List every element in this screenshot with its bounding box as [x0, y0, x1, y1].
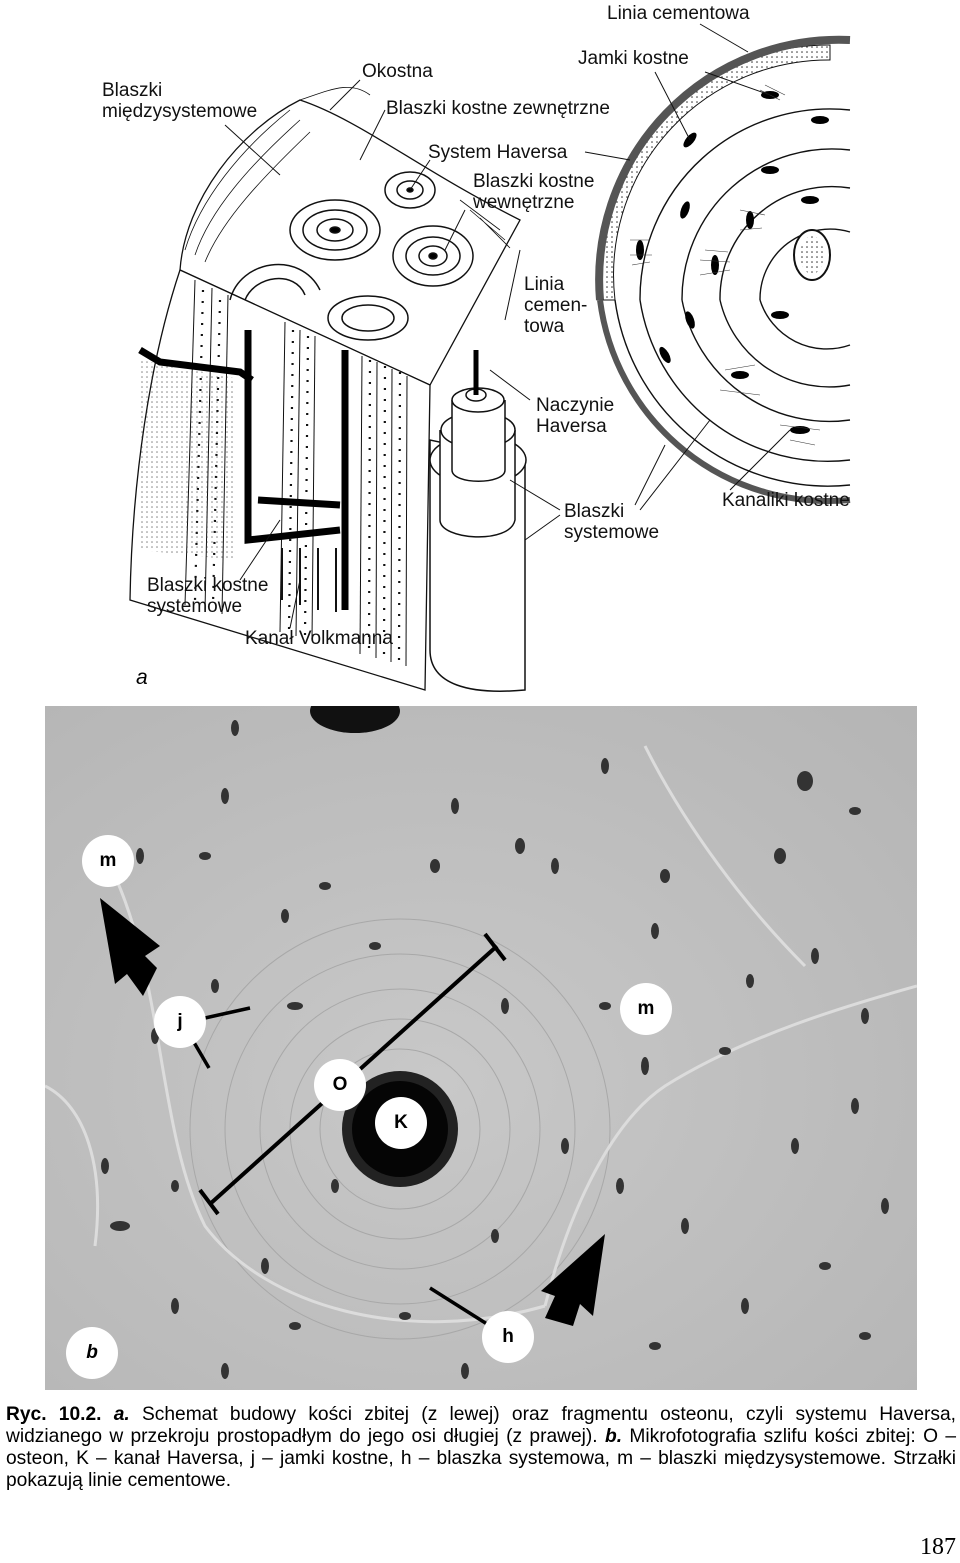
micrograph-drawing [45, 706, 917, 1390]
caption-label-b: b. [604, 1426, 623, 1447]
figure-caption: Ryc. 10.2. a. Schemat budowy kości zbite… [6, 1404, 956, 1492]
label-linia-cementowa-top: Linia cementowa [607, 3, 750, 24]
page-number: 187 [920, 1534, 956, 1560]
marker-h: h [482, 1311, 534, 1363]
label-blaszki-systemowe: Blaszki systemowe [564, 501, 660, 543]
panel-label-b: b [66, 1327, 118, 1379]
label-system-haversa: System Haversa [428, 142, 568, 163]
compact-bone-block [129, 87, 521, 691]
haversian-system-cylinder [429, 350, 527, 692]
caption-figure-number: Ryc. 10.2. [6, 1404, 102, 1425]
label-blaszki-wewnetrzne: Blaszki kostne wewnętrzne [473, 171, 595, 213]
label-blaszki-miedzysystemowe: Blaszki międzysystemowe [102, 80, 258, 122]
panel-label-a: a [136, 666, 148, 689]
label-okostna: Okostna [362, 61, 433, 82]
caption-label-a: a. [113, 1404, 130, 1425]
label-linia-cementowa-mid: Linia cemen- towa [524, 274, 588, 337]
bone-micrograph: m j m O K h b [45, 706, 917, 1390]
arrow-lower-right [541, 1234, 605, 1326]
marker-k: K [375, 1097, 427, 1149]
bone-schematic-drawing [129, 23, 851, 692]
label-kanaliki-kostne: Kanaliki kostne [722, 490, 850, 511]
label-blaszki-zewnetrzne: Blaszki kostne zewnętrzne [386, 98, 610, 119]
osteon-cross-section [595, 35, 851, 505]
arrow-upper-left [100, 898, 160, 996]
marker-o: O [314, 1059, 366, 1111]
caption-text-a: Schemat budowy kości zbitej (z lewej) or… [6, 1404, 956, 1447]
label-jamki-kostne: Jamki kostne [578, 48, 689, 69]
caption-text-b: Mikrofotografia szlifu kości zbitej: O –… [6, 1426, 956, 1491]
marker-j: j [154, 996, 206, 1048]
label-kanal-volkmanna: Kanał Volkmanna [245, 628, 393, 649]
label-naczynie-haversa: Naczynie Haversa [536, 395, 615, 437]
marker-m-left: m [82, 835, 134, 887]
leader-lines [224, 23, 791, 629]
marker-m-right: m [620, 983, 672, 1035]
label-blaszki-kostne-systemowe: Blaszki kostne systemowe [147, 575, 269, 617]
